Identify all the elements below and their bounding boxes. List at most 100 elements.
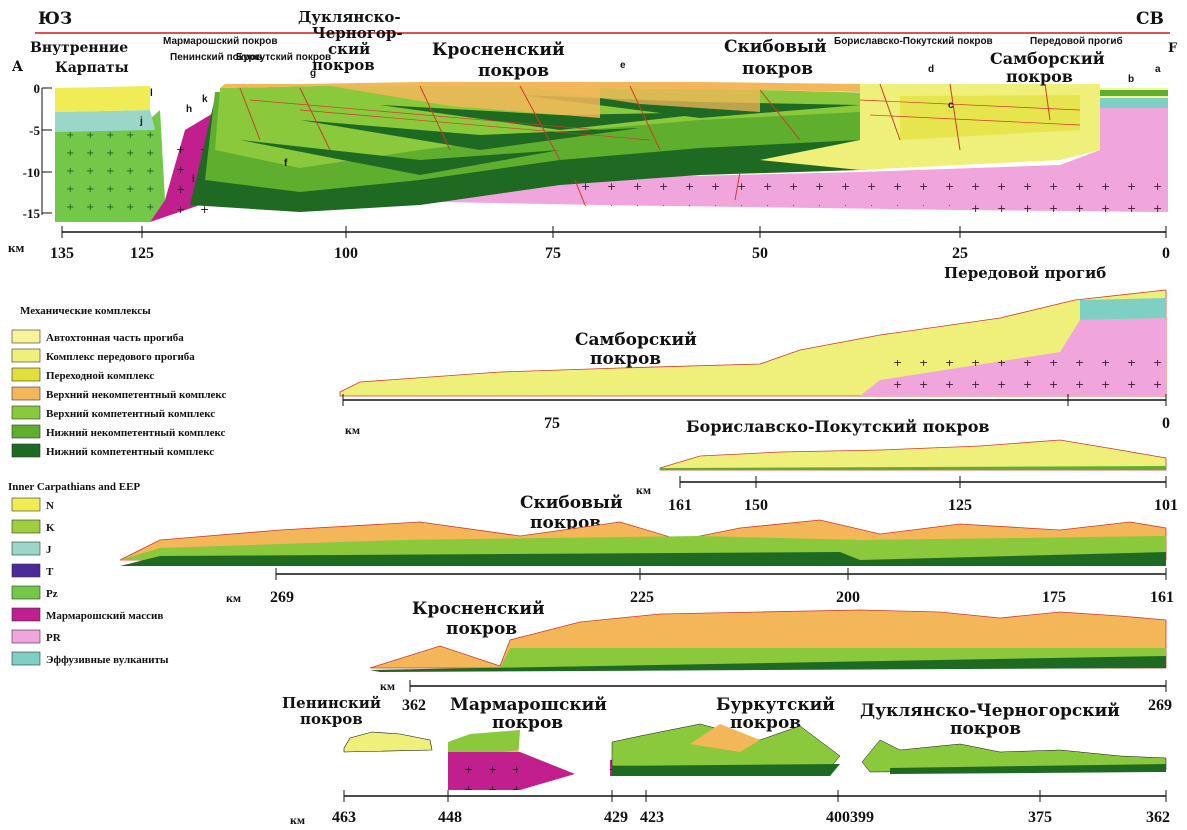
restored-sambir-tick: 0 [1162, 415, 1170, 432]
basement-pattern-2 [580, 178, 960, 206]
marker-i: i [192, 174, 195, 185]
restored-krosno-name-1: Кросненский [412, 599, 545, 619]
km-tick: 25 [952, 245, 968, 262]
marker-a: a [1155, 64, 1161, 75]
boryslav-fill [660, 440, 1166, 470]
restored-inner-tick: 463 [332, 809, 356, 826]
restored-inner-tick: 423 [640, 809, 664, 826]
legend-label: PR [46, 632, 62, 644]
legend-mech-title: Механические комплексы [20, 305, 151, 317]
marker-j: j [139, 116, 143, 127]
restored-marm-2: покров [492, 713, 563, 733]
restored-inner-km: км [290, 813, 305, 827]
legend-label: K [46, 522, 55, 534]
legend-label: Верхний некомпетентный комплекс [46, 389, 226, 401]
legend-label: Нижний некомпетентный комплекс [46, 427, 226, 439]
autochthon-green [1100, 90, 1168, 96]
marker-e: e [620, 60, 626, 71]
legend-label: T [46, 566, 54, 578]
restored-skiba-tick: 200 [836, 589, 860, 606]
inner-n-layer [55, 86, 150, 112]
label-duklya-4: покров [312, 56, 375, 74]
legend-swatch [12, 368, 40, 381]
restored-boryslav-tick: 161 [668, 497, 692, 514]
restored-boryslav: Бориславско-Покутский покров км 161 150 … [636, 417, 1178, 514]
marker-b: b [1128, 74, 1134, 85]
legend-swatch [12, 608, 40, 621]
marker-l: l [150, 88, 153, 99]
restored-pieniny-2: покров [300, 710, 363, 728]
depth-tick: 0 [34, 81, 41, 96]
restored-krosno-name-2: покров [446, 619, 517, 639]
legend-label: Переходной комплекс [46, 370, 154, 382]
restored-boryslav-tick: 125 [948, 497, 972, 514]
restored-inner-tick: 448 [438, 809, 462, 826]
legend-inner-title: Inner Carpathians and EEP [8, 481, 140, 493]
label-foredeep-top: Передовой прогиб [1030, 35, 1123, 47]
restored-sambir-km: км [345, 423, 360, 437]
pieniny-fill [344, 732, 432, 752]
restored-skiba-tick: 175 [1042, 589, 1066, 606]
marker-c: c [948, 100, 954, 111]
label-krosno-1: Кросненский [432, 40, 565, 60]
restored-boryslav-km: км [636, 483, 651, 497]
ne-label: СВ [1136, 9, 1164, 29]
km-tick: 0 [1162, 245, 1170, 262]
km-tick: 125 [130, 245, 154, 262]
legend-swatch [12, 652, 40, 665]
depth-tick: -15 [23, 206, 41, 221]
legend-label: Эффузивные вулканиты [46, 654, 169, 666]
legend-label: Комплекс передового прогиба [46, 351, 195, 363]
basement-pattern [960, 175, 1168, 212]
marm-massif-pattern [452, 756, 518, 790]
km-tick: 135 [50, 245, 74, 262]
marker-k: k [202, 94, 208, 105]
sw-label: ЮЗ [38, 9, 72, 29]
depth-tick: -10 [23, 165, 40, 180]
restored-sambir: Передовой прогиб Самборский покров км 75… [340, 264, 1170, 437]
legend-swatch [12, 406, 40, 419]
label-sambir-1: Самборский [990, 49, 1105, 68]
restored-sambir-name-2: покров [590, 349, 661, 369]
legend-swatch [12, 425, 40, 438]
depth-axis: 0 -5 -10 -15 [23, 81, 52, 221]
sambir-autochthon [1080, 298, 1166, 320]
restored-sambir-tick: 75 [544, 415, 560, 432]
depth-tick: -5 [29, 123, 40, 138]
legend: Механические комплексы Автохтонная часть… [8, 305, 226, 666]
restored-sambir-name-1: Самборский [575, 330, 697, 350]
sambir-basement-pattern [880, 360, 1166, 396]
restored-inner-tick: 375 [1028, 809, 1052, 826]
restored-boryslav-tick: 101 [1154, 497, 1178, 514]
legend-label: Верхний компетентный комплекс [46, 408, 215, 420]
restored-inner-tick: 400399 [826, 809, 874, 826]
legend-swatch [12, 564, 40, 577]
legend-swatch [12, 542, 40, 555]
restored-marm-1: Мармарошский [450, 695, 607, 715]
restored-burkut-1: Буркутский [716, 695, 835, 715]
label-sambir-2: покров [1006, 67, 1073, 86]
km-tick: 75 [545, 245, 561, 262]
label-krosno-2: покров [478, 61, 549, 81]
legend-swatch [12, 349, 40, 362]
burkut-lower [612, 764, 840, 776]
restored-skiba-km: км [226, 591, 241, 605]
label-boryslav: Бориславско-Покутский покров [834, 36, 993, 47]
legend-label: Автохтонная часть прогиба [46, 332, 184, 344]
main-cross-section: ЮЗ СВ A F [8, 8, 1178, 262]
restored-krosno-tick: 269 [1148, 697, 1172, 714]
marker-g: g [310, 68, 316, 79]
point-f: F [1168, 41, 1178, 56]
label-skiba-1: Скибовый [724, 37, 827, 57]
km-tick: 50 [752, 245, 768, 262]
restored-duklya-2: покров [950, 719, 1021, 739]
legend-swatch [12, 444, 40, 457]
legend-swatch [12, 586, 40, 599]
restored-skiba-name-1: Скибовый [520, 493, 623, 513]
autochthon-base [1100, 98, 1168, 108]
restored-inner-tick: 362 [1146, 809, 1170, 826]
legend-label: Pz [46, 588, 58, 600]
